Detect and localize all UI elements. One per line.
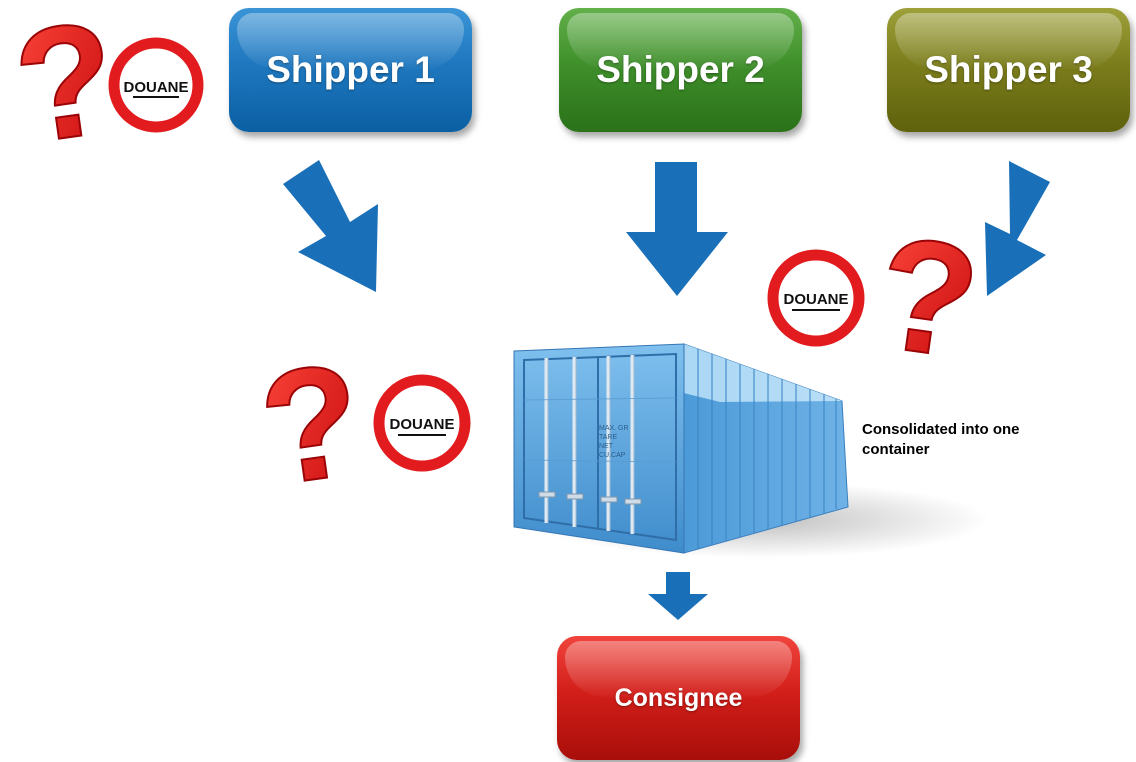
container-marking-max-gr: MAX. GR bbox=[599, 425, 629, 432]
question-mark-2: ? bbox=[867, 202, 989, 393]
customs-sign-2-text: DOUANE bbox=[783, 291, 848, 308]
shipper-2-label: Shipper 2 bbox=[596, 49, 765, 90]
container-marking-cu-cap: CU.CAP bbox=[599, 452, 626, 459]
shipper-3-label: Shipper 3 bbox=[924, 49, 1093, 90]
question-mark-1: ? bbox=[5, 0, 127, 177]
shipper-3-box: Shipper 3 bbox=[887, 8, 1130, 132]
consignee-label: Consignee bbox=[614, 683, 743, 712]
customs-sign-1-text: DOUANE bbox=[123, 79, 188, 96]
arrow-shipper-1 bbox=[283, 160, 378, 292]
customs-sign-3: DOUANE bbox=[373, 374, 471, 472]
shipping-container: MAX. GR TARE NET CU.CAP bbox=[513, 343, 990, 558]
customs-sign-2: DOUANE bbox=[767, 249, 865, 347]
shipper-2-box: Shipper 2 bbox=[559, 8, 802, 132]
question-mark-3: ? bbox=[251, 328, 373, 519]
shipper-1-box: Shipper 1 bbox=[229, 8, 472, 132]
consignee-box: Consignee bbox=[557, 636, 800, 760]
container-marking-net: NET bbox=[599, 443, 614, 450]
customs-sign-3-text: DOUANE bbox=[389, 416, 454, 433]
shipper-1-label: Shipper 1 bbox=[266, 49, 435, 90]
customs-sign-1: DOUANE bbox=[108, 37, 204, 133]
arrow-shipper-3 bbox=[985, 161, 1050, 296]
arrow-shipper-2 bbox=[626, 162, 728, 296]
consolidation-caption: Consolidated into one container bbox=[862, 421, 1020, 458]
arrow-to-consignee bbox=[648, 572, 708, 620]
container-marking-tare: TARE bbox=[599, 434, 617, 441]
